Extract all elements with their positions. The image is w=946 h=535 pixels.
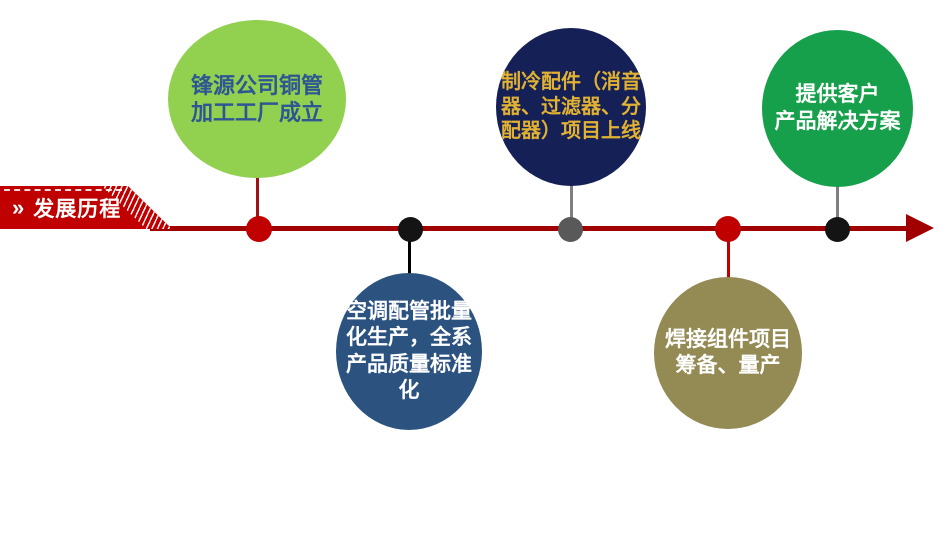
section-title-banner: » 发展历程: [0, 186, 172, 229]
milestone-dot: [246, 216, 272, 242]
milestone-connector: [836, 180, 839, 230]
milestone-connector: [408, 229, 411, 277]
milestone-label: 制冷配件（消音 器、过滤器、分 配器）项目上线: [501, 70, 641, 143]
milestone-dot: [398, 217, 423, 242]
milestone-connector: [570, 180, 573, 230]
milestone-bubble: 提供客户 产品解决方案: [762, 30, 913, 187]
banner-label: » 发展历程: [12, 186, 121, 229]
page-title: 发展历程: [33, 197, 122, 221]
milestone-label: 焊接组件项目 筹备、量产: [665, 327, 791, 377]
milestone-label: 锋源公司铜管 加工工厂成立: [190, 72, 323, 125]
milestone-connector: [256, 172, 259, 230]
timeline-line: [150, 226, 908, 231]
timeline-arrow-icon: [906, 214, 934, 242]
milestone-label: 空调配管批量 化生产，全系 产品质量标准 化: [346, 300, 472, 402]
milestone-dot: [825, 217, 850, 242]
milestone-bubble: 锋源公司铜管 加工工厂成立: [168, 20, 346, 178]
milestone-label: 提供客户 产品解决方案: [774, 83, 901, 133]
milestone-dot: [715, 216, 741, 242]
milestone-bubble: 焊接组件项目 筹备、量产: [654, 277, 802, 429]
milestone-bubble: 制冷配件（消音 器、过滤器、分 配器）项目上线: [496, 28, 646, 186]
milestone-bubble: 空调配管批量 化生产，全系 产品质量标准 化: [336, 273, 482, 430]
banner-stitch-decoration: [4, 189, 122, 191]
milestone-dot: [558, 217, 583, 242]
milestone-connector: [727, 229, 730, 279]
chevron-icon: »: [12, 194, 26, 220]
